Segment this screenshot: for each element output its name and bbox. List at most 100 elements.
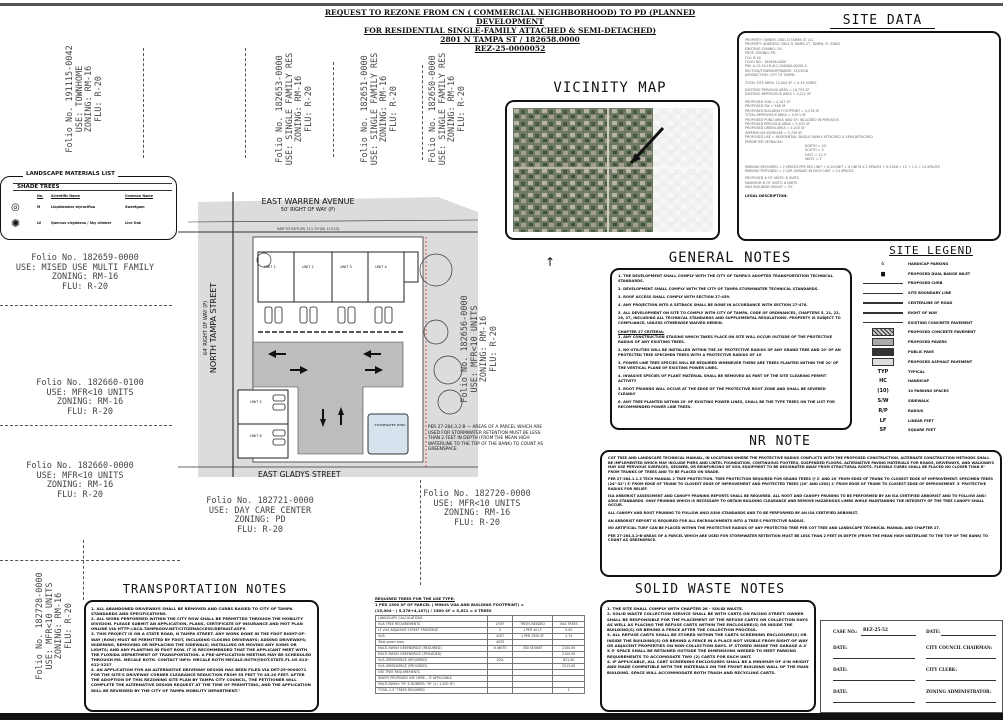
city-clerk-label: CITY CLERK: bbox=[926, 667, 957, 672]
site-data-line: NORTH = 10' bbox=[805, 143, 827, 148]
plan-greenspace-note: PER 27-284.3.2-B — AREAS OF A PARCEL WHI… bbox=[428, 425, 544, 452]
legend-label: PROPOSED ASPHALT PAVEMENT bbox=[908, 359, 973, 364]
criteria-note: 5. ROOT PRUNING WILL OCCUR AT THE EDGE O… bbox=[618, 387, 826, 396]
legend-item: RIGHT OF WAY bbox=[858, 308, 1003, 318]
table-cell bbox=[487, 687, 513, 694]
solid-waste-heading: SOLID WASTE NOTES bbox=[634, 582, 786, 597]
case-number-label: CASE NO.: bbox=[833, 629, 858, 634]
legend-symbol-icon: SF bbox=[879, 427, 887, 434]
legend-item: ♿ HANDICAP PARKING bbox=[858, 259, 1003, 269]
required-trees-section: REQUIRED TREES FOR THE USE TYPE: 1 PER 1… bbox=[374, 596, 590, 694]
general-note: 3. ROOF ACCESS SHALL COMPLY WITH SECTION… bbox=[618, 295, 731, 299]
date-label: DATE: bbox=[833, 645, 848, 650]
site-data-line: PROPERTY OWNER: 2801 N TAMPA ST LLC bbox=[745, 38, 814, 42]
legend-item: PROPOSED PAVERS bbox=[858, 337, 1003, 347]
site-data-line: TOTAL SITE AREA: 15,004 SF = 0.34 ACRES bbox=[745, 80, 817, 85]
site-data-line: MAX BUILDING HEIGHT = 35' bbox=[745, 185, 794, 190]
legend-label: PROPOSED CURB bbox=[908, 281, 943, 286]
legend-item: (10)10 PARKING SPACES bbox=[858, 386, 1003, 396]
vicinity-map bbox=[505, 100, 720, 240]
legend-label: EXISTING CONCRETE PAVEMENT bbox=[908, 320, 973, 325]
bottom-border bbox=[0, 713, 1003, 720]
document-title: REQUEST TO REZONE FROM CN ( COMMERCIAL N… bbox=[300, 8, 720, 53]
legend-label: HANDICAP bbox=[908, 379, 930, 384]
transportation-note: 1. ALL ABANDONED DRIVEWAYS SHALL BE REMO… bbox=[91, 606, 293, 617]
site-data-line: PROP. ZONING: PD bbox=[745, 51, 776, 56]
tree-formula-result: (15,004 - ( 5,276+4,107)) / 1500 SF = 5,… bbox=[375, 608, 492, 613]
site-plan-drawing bbox=[178, 192, 479, 477]
legend-label: HANDICAP PARKING bbox=[908, 261, 949, 266]
site-data-line: PROPOSED GREEN AREA = 4,033 SF bbox=[745, 126, 805, 131]
property-line bbox=[83, 540, 84, 600]
pavement-swatch-icon bbox=[858, 348, 908, 357]
transportation-note: 2. ALL WORK PERFORMED WITHIN THE CITY RO… bbox=[91, 616, 304, 632]
property-line bbox=[422, 65, 423, 160]
solid-waste-panel: 1. THE SITE SHALL COMPLY WITH CHAPTER 26… bbox=[600, 600, 816, 712]
legend-label: PROPOSED DUAL BADGE INLET bbox=[908, 271, 971, 276]
title-line: FOR RESIDENTIAL SINGLE-FAMILY ATTACHED &… bbox=[363, 26, 657, 35]
site-data-line: PROPERTY ADDRESS: 2801 N TAMPA ST, TAMPA… bbox=[745, 42, 841, 47]
vicinity-map-heading: VICINITY MAP bbox=[553, 80, 667, 96]
tree-formula: 1 PER 1500 SF OF PARCEL ( MINUS VUA AND … bbox=[375, 602, 524, 607]
legend-item: PUBLIC PAVE bbox=[858, 347, 1003, 357]
title-address: 2801 N TAMPA ST / 182658.0000 bbox=[440, 35, 580, 44]
site-data-line: EXISTING IMPERVIOUS AREA = 4,212 SF bbox=[745, 92, 812, 97]
site-data-line: FLU: R-20 bbox=[745, 55, 761, 60]
legend-item: CENTERLINE OF ROAD bbox=[858, 298, 1003, 308]
legend-item: PROPOSED CONCRETE PAVEMENT bbox=[858, 328, 1003, 338]
unit-label: UNIT 1 bbox=[264, 265, 276, 269]
table-cell: TOTAL 2.5" TREES REQUIRED bbox=[374, 687, 489, 694]
legend-symbol-icon: ♿ bbox=[880, 260, 886, 267]
line-symbol-icon bbox=[858, 282, 908, 285]
legal-description-heading: LEGAL DESCRIPTION: bbox=[745, 193, 788, 198]
site-data-line: PIN: A-13-29-18-4LC-000000-00001.0 bbox=[745, 64, 807, 69]
legend-item: PROPOSED CURB bbox=[858, 279, 1003, 289]
pavement-swatch-icon bbox=[858, 338, 908, 347]
traffic-arrows bbox=[268, 350, 383, 427]
legend-label: PROPOSED PAVERS bbox=[908, 340, 947, 345]
criteria-note: 3. POWER LINE TREE SPECIES WILL BE REQUI… bbox=[618, 361, 839, 370]
site-data-line: WEST = 7' bbox=[805, 157, 823, 162]
stormwater-pond-label: STORMWATER POND bbox=[374, 423, 406, 427]
nr-note-panel: COT TREE AND LANDSCAPE TECHNICAL MANUAL,… bbox=[600, 450, 1002, 577]
stormwater-pond bbox=[367, 413, 409, 455]
legend-symbol-icon: R/P bbox=[878, 407, 888, 414]
legend-symbol-icon: (10) bbox=[877, 388, 889, 395]
property-line bbox=[0, 425, 172, 426]
line-symbol-icon bbox=[858, 302, 908, 304]
legend-label: CENTERLINE OF ROAD bbox=[908, 301, 953, 306]
site-data-line: PROPOSED BUILDING FOOTPRINT = 5,276 SF bbox=[745, 108, 820, 113]
legend-symbol-icon: ▆ bbox=[881, 270, 885, 277]
criteria-note: 4. INVASIVE SPECIES OF PLANT MATERIAL SH… bbox=[618, 374, 827, 383]
line-symbol-icon bbox=[858, 321, 908, 324]
legend-label: RIGHT OF WAY bbox=[908, 310, 938, 315]
bearing-label: N89°53'56"E(M) 111.79'(M) 112'(D) bbox=[277, 227, 340, 231]
site-data-line: PROPOSED SW = 586 SF bbox=[745, 104, 786, 109]
legend-item: SITE BOUNDARY LINE bbox=[858, 288, 1003, 298]
legend-item: EXISTING CONCRETE PAVEMENT bbox=[858, 318, 1003, 328]
site-data-line: EAST = 12.5' bbox=[805, 152, 827, 157]
column-header: Scientific Name bbox=[51, 194, 80, 198]
criteria-note: 1. ANY CONSTRUCTION STAGING WHICH TAKES … bbox=[618, 335, 833, 344]
general-note: 2. DEVELOPMENT SHALL COMPLY WITH THE CIT… bbox=[618, 287, 819, 291]
site-data-line: PROPOSED PERVIOUS AREA = 5,033 SF bbox=[745, 121, 810, 126]
site-data-line: SOUTH = 5' bbox=[805, 148, 825, 153]
unit-label: UNIT 5 bbox=[250, 400, 262, 404]
site-data-line: PARKING REQUIRED = 2 SPACES PER RES UNIT… bbox=[745, 164, 940, 169]
sweetgum-symbol-icon: ◎ bbox=[11, 201, 20, 213]
title-line: REQUEST TO REZONE FROM CN ( COMMERCIAL N… bbox=[324, 8, 696, 26]
nr-note-paragraph: PER 27-284.1.1.3 TECH MANUAL 2 TREE PROT… bbox=[608, 477, 993, 491]
property-line bbox=[333, 62, 334, 157]
unit-label: UNIT 4 bbox=[375, 265, 387, 269]
legend-item: ▆ PROPOSED DUAL BADGE INLET bbox=[858, 269, 1003, 279]
tree-symbols bbox=[256, 252, 463, 415]
pavement-swatch-icon bbox=[858, 328, 908, 337]
column-header: Common Name bbox=[125, 194, 153, 198]
zoning-administrator-label: ZONING ADMINISTRATOR: bbox=[926, 689, 992, 694]
pavement-swatch-icon bbox=[858, 357, 908, 366]
